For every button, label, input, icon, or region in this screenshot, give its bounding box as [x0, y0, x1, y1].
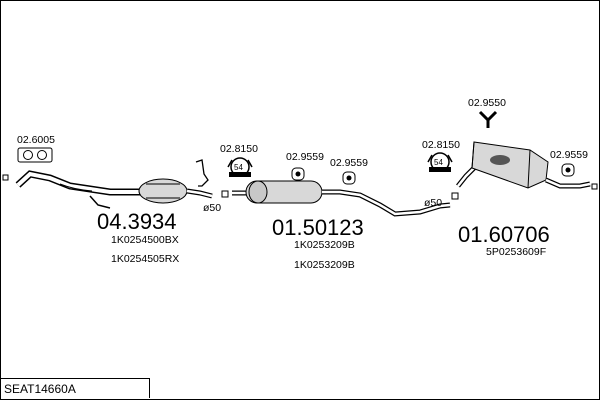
- rear-muffler: [456, 141, 591, 189]
- clamp-2-part-number: 02.8150: [422, 139, 460, 151]
- clamp-1-size: 54: [234, 163, 243, 172]
- catalyst-oem-1: 1K0254500BX: [111, 234, 179, 246]
- left-edge-marker: [2, 174, 9, 181]
- diameter-2-label: ø50: [424, 197, 442, 209]
- middle-muffler-part-number: 01.50123: [272, 215, 364, 240]
- hanger-bracket-icon: [478, 110, 498, 128]
- rear-muffler-oem: 5P0253609F: [486, 246, 546, 258]
- hanger-part-number: 02.9550: [468, 97, 506, 109]
- middle-muffler-oem-2: 1K0253209B: [294, 259, 355, 271]
- diameter-1-label: ø50: [203, 202, 221, 214]
- pipe-clamp-icon: [427, 152, 453, 172]
- mounting-bracket-icon: [195, 159, 209, 187]
- rear-muffler-part-number: 01.60706: [458, 222, 550, 247]
- rubber-hanger-icon: [561, 163, 575, 177]
- middle-muffler: [232, 180, 451, 217]
- rubber-hanger-icon: [291, 167, 305, 181]
- catalyst-part-number: 04.3934: [97, 209, 177, 234]
- rubber-1-part-number: 02.9559: [286, 151, 324, 163]
- middle-muffler-oem-1: 1K0253209B: [294, 239, 355, 251]
- rubber-3-part-number: 02.9559: [550, 149, 588, 161]
- front-pipe-catalyst: [15, 170, 213, 209]
- joint-marker: [451, 192, 459, 200]
- clamp-2-size: 54: [434, 158, 443, 167]
- pipe-clamp-icon: [227, 157, 253, 177]
- diagram-title: SEAT14660A: [0, 378, 150, 398]
- clamp-1-part-number: 02.8150: [220, 143, 258, 155]
- rubber-hanger-icon: [342, 171, 356, 185]
- right-edge-marker: [591, 183, 598, 190]
- flange-gasket-icon: [17, 147, 53, 163]
- gasket-part-number: 02.6005: [17, 134, 55, 146]
- joint-marker: [221, 190, 229, 198]
- catalyst-oem-2: 1K0254505RX: [111, 253, 179, 265]
- rubber-2-part-number: 02.9559: [330, 157, 368, 169]
